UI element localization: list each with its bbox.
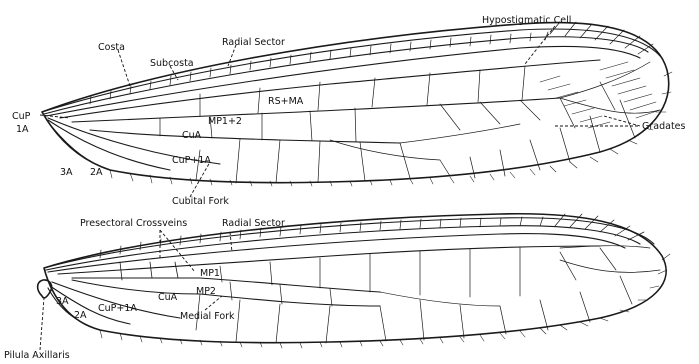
label-mp2: MP2	[196, 286, 216, 297]
label-radial-sector: Radial Sector	[222, 37, 285, 48]
label-1a: 1A	[16, 124, 29, 135]
label-cubital-fork: Cubital Fork	[172, 196, 229, 207]
label-mp1-2: MP1+2	[208, 116, 242, 127]
label-cua-hind: CuA	[158, 292, 178, 303]
forewing-marginal-forks	[110, 72, 672, 186]
label-cup-1a-hind: CuP+1A	[98, 303, 137, 314]
label-3a: 3A	[60, 167, 73, 178]
label-radial-sector-hind: Radial Sector	[222, 218, 285, 229]
forewing-gradates	[540, 62, 660, 128]
forewing	[42, 22, 672, 186]
hindwing-presectoral-crossveins	[120, 262, 178, 280]
label-cup-1a: CuP+1A	[172, 155, 211, 166]
leader-lines	[40, 26, 640, 350]
forewing-labels: Hypostigmatic Cell Costa Radial Sector S…	[12, 15, 686, 207]
label-2a-hind: 2A	[74, 310, 87, 321]
label-subcosta: Subcosta	[150, 58, 194, 69]
hindwing-labels: Presectoral Crossveins Radial Sector MP1…	[4, 218, 285, 361]
label-3a-hind: 3A	[56, 296, 69, 307]
label-presectoral-crossveins: Presectoral Crossveins	[80, 218, 187, 229]
label-medial-fork: Medial Fork	[180, 311, 235, 322]
label-gradates: Gradates	[642, 121, 686, 132]
label-hypostigmatic-cell: Hypostigmatic Cell	[482, 15, 571, 26]
label-mp1: MP1	[200, 268, 220, 279]
label-pilula-axillaris: Pilula Axillaris	[4, 350, 70, 361]
label-rs-ma: RS+MA	[268, 96, 304, 107]
label-cup: CuP	[12, 111, 31, 122]
label-costa: Costa	[98, 42, 125, 53]
label-2a: 2A	[90, 167, 103, 178]
hindwing	[38, 214, 670, 348]
label-cua: CuA	[182, 130, 202, 141]
pilula-axillaris-lobe	[38, 280, 52, 298]
